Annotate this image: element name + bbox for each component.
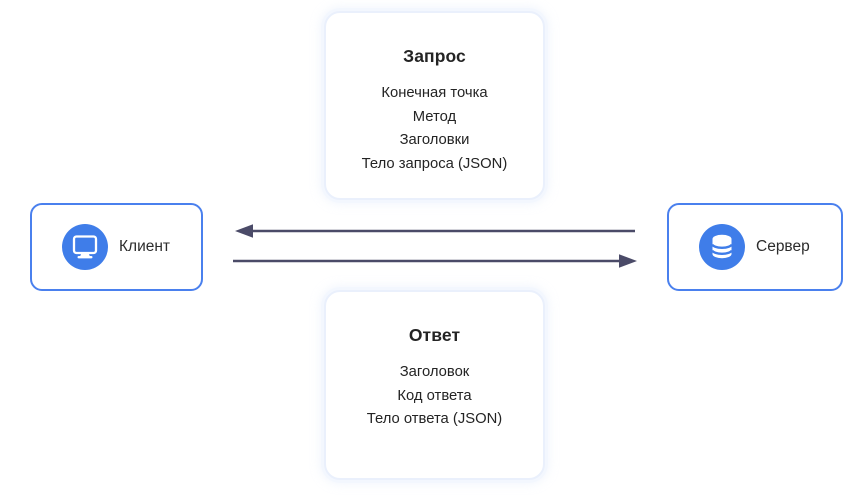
request-card: Запрос Конечная точка Метод Заголовки Те… [324, 11, 545, 200]
client-node-label: Клиент [119, 238, 171, 255]
arrow-client-to-server [233, 254, 637, 268]
database-icon [699, 224, 745, 270]
request-card-items: Конечная точка Метод Заголовки Тело запр… [326, 82, 543, 177]
request-item-body: Тело запроса (JSON) [361, 156, 508, 173]
request-item-headers: Заголовки [399, 132, 470, 149]
response-item-code: Код ответа [397, 387, 472, 404]
client-node: Клиент [30, 203, 203, 291]
response-item-header: Заголовок [399, 364, 470, 380]
response-card: Ответ Заголовок Код ответа Тело ответа (… [324, 290, 545, 480]
response-card-items: Заголовок Код ответа Тело ответа (JSON) [326, 361, 543, 432]
request-item-method: Метод [412, 108, 457, 125]
response-item-body: Тело ответа (JSON) [366, 411, 503, 428]
request-card-title: Запрос [403, 46, 466, 66]
server-node-label: Сервер [756, 238, 810, 255]
monitor-icon [62, 224, 108, 270]
server-node: Сервер [667, 203, 843, 291]
request-item-endpoint: Конечная точка [381, 85, 488, 101]
response-card-title: Ответ [408, 325, 461, 345]
arrow-server-to-client [235, 224, 635, 238]
